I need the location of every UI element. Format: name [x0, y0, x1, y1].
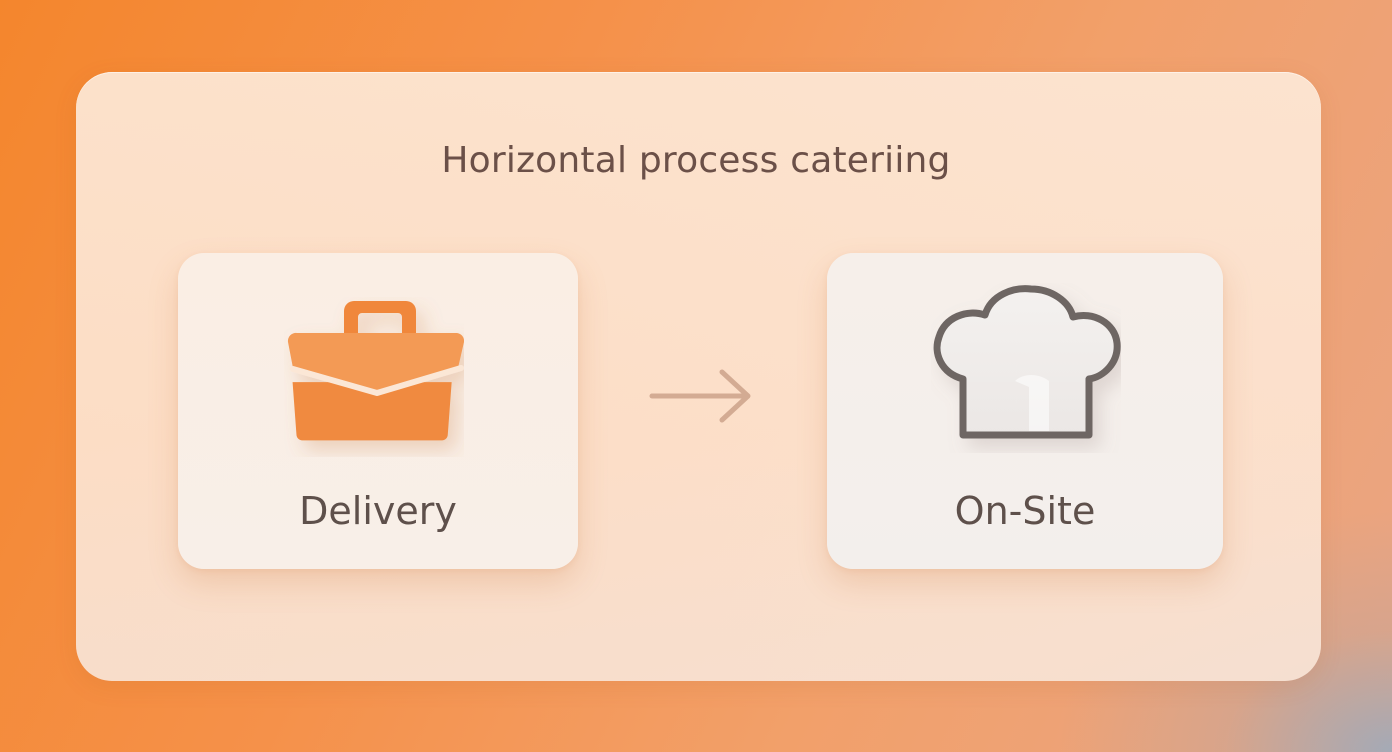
diagram-title: Horizontal process cateriing — [441, 140, 951, 181]
step-card-delivery: Delivery — [178, 253, 578, 569]
arrow-right-icon — [649, 369, 751, 423]
step-label-on-site: On-Site — [954, 489, 1096, 533]
step-card-on-site: On-Site — [827, 253, 1223, 569]
chef-hat-icon — [933, 285, 1121, 439]
step-label-delivery: Delivery — [299, 489, 457, 533]
briefcase-icon — [287, 301, 464, 441]
